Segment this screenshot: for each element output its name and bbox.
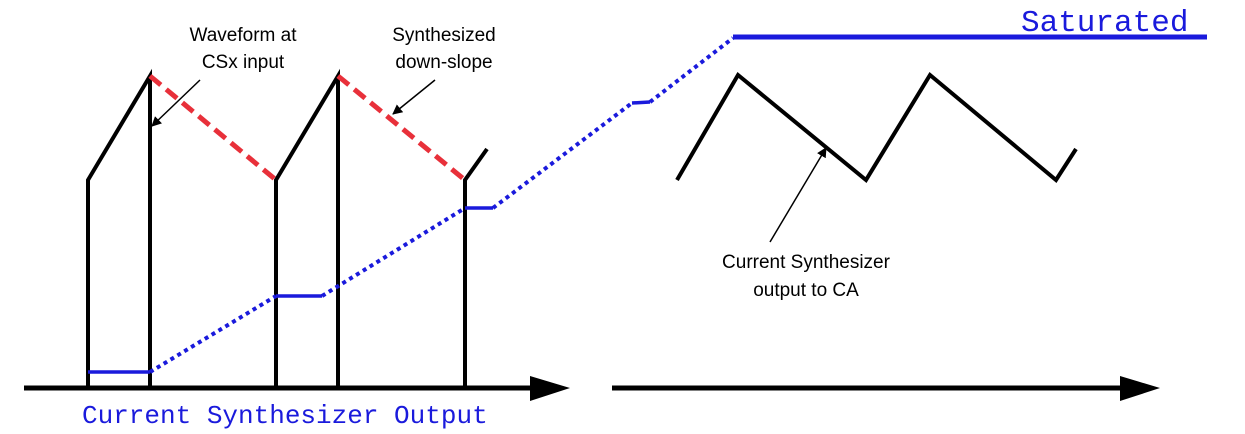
interp-segment-4 bbox=[648, 36, 735, 104]
synthesized-downslope-2 bbox=[336, 74, 467, 182]
synth-output-label-line2: output to CA bbox=[753, 280, 859, 301]
saturated-label: Saturated bbox=[1021, 6, 1188, 41]
waveform-label-line1: Waveform at bbox=[190, 25, 298, 46]
waveform-pointer-arrow bbox=[151, 79, 201, 127]
csx-input-waveform bbox=[86, 68, 489, 388]
right-axis-arrowhead bbox=[1120, 376, 1160, 401]
waveform-label-line2: CSx input bbox=[202, 52, 285, 73]
axis-caption: Current Synthesizer Output bbox=[82, 401, 488, 431]
synthesized-downslope-1 bbox=[148, 74, 278, 182]
downslope-label-line2: down-slope bbox=[395, 52, 492, 73]
synth-output-to-ca-waveform bbox=[675, 71, 1078, 184]
synth-output-pointer-arrow bbox=[769, 147, 827, 243]
synth-output-trace bbox=[88, 34, 1207, 374]
interp-segment-1 bbox=[148, 294, 278, 374]
interp-segment-2 bbox=[320, 206, 467, 298]
synth-output-label-line1: Current Synthesizer bbox=[722, 252, 891, 273]
downslope-pointer-arrow bbox=[392, 79, 436, 115]
left-axis-arrowhead bbox=[530, 376, 570, 401]
downslope-label-line1: Synthesized bbox=[392, 25, 496, 46]
interp-short-step bbox=[631, 100, 651, 105]
interp-segment-3 bbox=[491, 101, 634, 210]
